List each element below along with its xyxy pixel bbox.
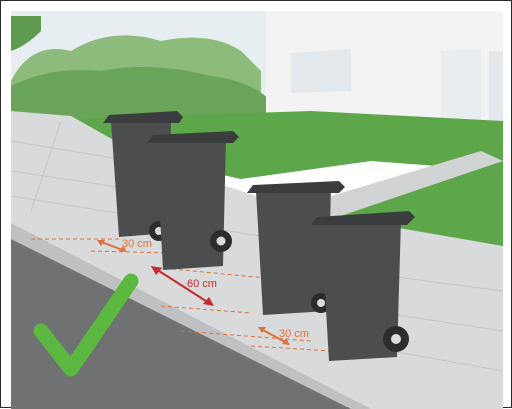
scene-svg: 30 cm 60 cm 30 cm [11, 11, 503, 409]
house-window-right [489, 51, 503, 121]
bin-placement-illustration: 30 cm 60 cm 30 cm [11, 11, 503, 409]
house-window [291, 49, 351, 93]
house-door [441, 49, 481, 121]
label-gap-left: 30 cm [122, 238, 152, 250]
label-gap-right: 30 cm [279, 328, 309, 340]
label-gap-middle: 60 cm [187, 278, 217, 290]
